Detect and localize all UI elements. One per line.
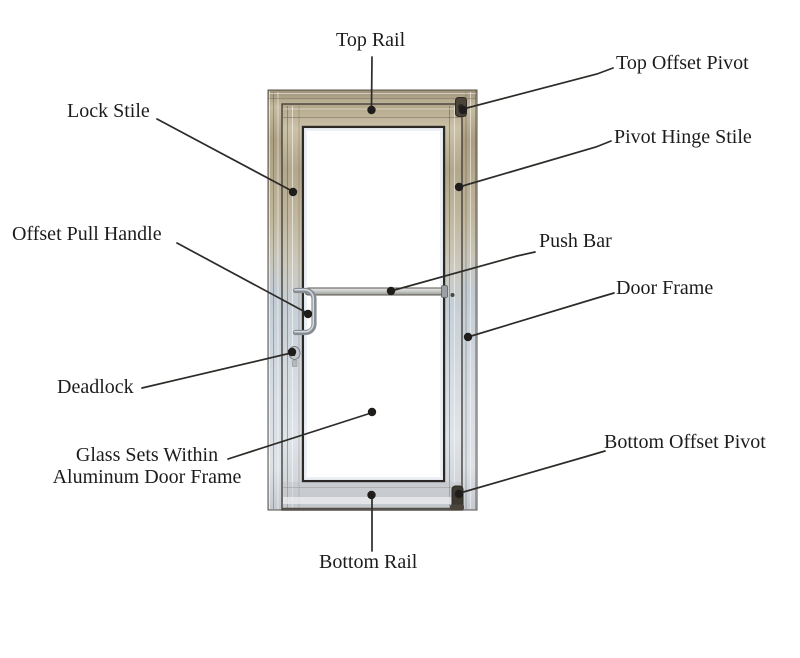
dot-push-bar	[386, 286, 396, 296]
dot-lock-stile	[288, 187, 298, 197]
dot-glass	[367, 407, 377, 417]
dot-pivot-hinge-stile	[454, 182, 464, 192]
leader-deadlock	[141, 352, 292, 389]
dot-top-rail	[367, 105, 376, 115]
label-top-offset-pivot: Top Offset Pivot	[616, 52, 749, 74]
label-lock-stile: Lock Stile	[67, 100, 150, 122]
door-slab-graphic	[281, 103, 463, 511]
leader-offset-pull-handle	[176, 242, 308, 314]
label-glass-line-1: Glass Sets Within	[75, 444, 219, 466]
dot-door-frame	[463, 332, 473, 342]
lock-stile-graphic	[287, 106, 300, 508]
leader-top-offset-pivot	[462, 67, 614, 110]
dot-offset-pull-handle	[303, 309, 313, 319]
leader-door-frame	[467, 292, 615, 338]
label-pivot-hinge-stile: Pivot Hinge Stile	[614, 126, 752, 148]
offset-pull-handle-graphic	[292, 287, 317, 336]
leader-dots	[287, 105, 473, 500]
label-offset-pull-handle: Offset Pull Handle	[12, 223, 162, 245]
leader-push-bar	[390, 251, 536, 292]
label-push-bar: Push Bar	[539, 230, 612, 252]
label-glass: Glass Sets Within Aluminum Door Frame	[42, 444, 252, 489]
label-bottom-offset-pivot: Bottom Offset Pivot	[604, 431, 766, 453]
label-bottom-rail: Bottom Rail	[319, 551, 418, 573]
leader-glass	[227, 412, 372, 460]
pivot-hinge-stile-graphic	[449, 106, 455, 508]
label-deadlock: Deadlock	[57, 376, 134, 398]
jamb-screw-graphic	[450, 293, 455, 297]
leader-bottom-offset-pivot	[459, 450, 606, 494]
leader-top-rail	[370, 56, 373, 108]
label-glass-line-2: Aluminum Door Frame	[52, 466, 242, 489]
leader-lines	[141, 56, 615, 552]
dot-bottom-rail	[367, 490, 376, 500]
bottom-offset-pivot-graphic	[450, 485, 464, 510]
leader-lock-stile	[156, 118, 293, 192]
leader-pivot-hinge-stile	[458, 140, 612, 188]
dot-top-offset-pivot	[458, 105, 468, 115]
dot-bottom-offset-pivot	[454, 489, 464, 499]
dot-deadlock	[287, 347, 297, 357]
label-door-frame: Door Frame	[616, 277, 714, 299]
label-top-rail: Top Rail	[336, 29, 406, 51]
glass-panel-graphic	[301, 125, 446, 483]
